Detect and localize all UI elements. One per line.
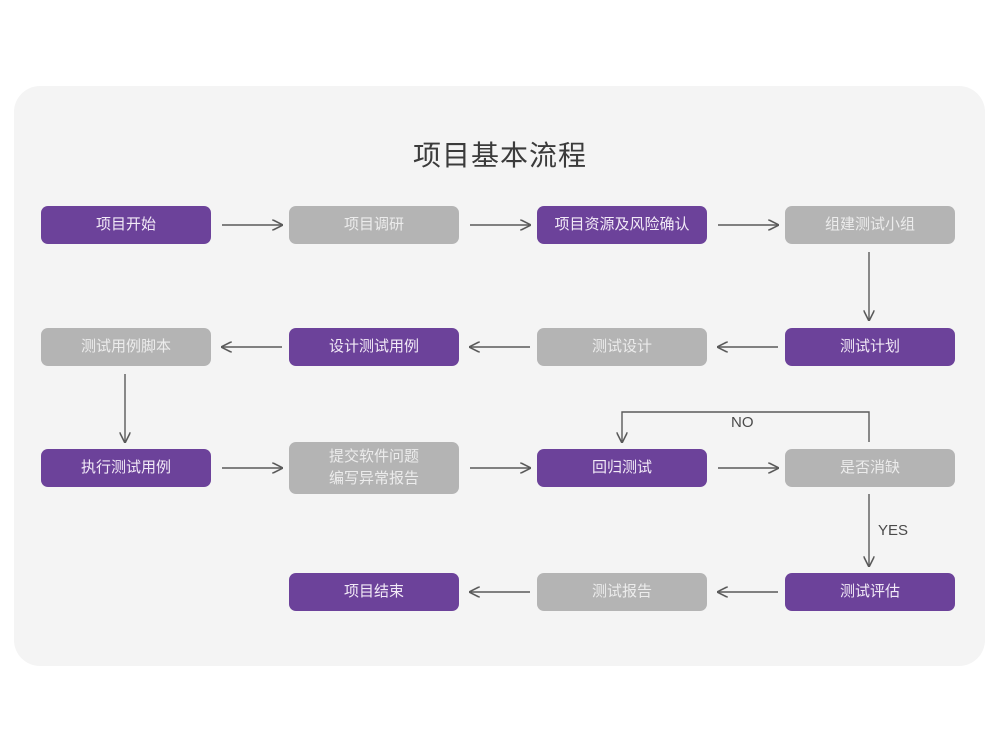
node-label: 项目资源及风险确认 — [554, 216, 690, 233]
node-label: 项目开始 — [95, 216, 156, 233]
node-label: 是否消缺 — [839, 459, 900, 476]
node-test-case-script[interactable]: 测试用例脚本 — [41, 328, 211, 366]
node-resource-risk-confirm[interactable]: 项目资源及风险确认 — [537, 206, 707, 244]
node-label: 设计测试用例 — [328, 338, 419, 355]
node-regression-test[interactable]: 回归测试 — [537, 449, 707, 487]
node-test-plan[interactable]: 测试计划 — [785, 328, 955, 366]
node-label: 测试用例脚本 — [80, 338, 171, 355]
node-project-end[interactable]: 项目结束 — [289, 573, 459, 611]
edge-label-no: NO — [731, 414, 754, 431]
node-label: 提交软件问题 编写异常报告 — [328, 448, 419, 487]
flowchart-card — [14, 86, 985, 666]
node-submit-defect-report[interactable]: 提交软件问题 编写异常报告 — [289, 442, 459, 494]
node-label: 组建测试小组 — [824, 216, 915, 233]
node-project-start[interactable]: 项目开始 — [41, 206, 211, 244]
node-test-design[interactable]: 测试设计 — [537, 328, 707, 366]
node-label: 测试评估 — [839, 583, 900, 600]
node-label: 项目结束 — [343, 583, 404, 600]
node-design-test-case[interactable]: 设计测试用例 — [289, 328, 459, 366]
node-label: 测试报告 — [591, 583, 652, 600]
node-test-report[interactable]: 测试报告 — [537, 573, 707, 611]
node-label: 回归测试 — [591, 459, 652, 476]
node-execute-test-case[interactable]: 执行测试用例 — [41, 449, 211, 487]
page-title: 项目基本流程 — [412, 140, 587, 171]
node-label: 测试计划 — [839, 338, 900, 355]
node-label: 测试设计 — [591, 338, 652, 355]
edge-label-yes: YES — [878, 522, 909, 539]
node-project-research[interactable]: 项目调研 — [289, 206, 459, 244]
node-label: 项目调研 — [343, 216, 404, 233]
node-form-test-team[interactable]: 组建测试小组 — [785, 206, 955, 244]
node-defect-resolved-decision[interactable]: 是否消缺 — [785, 449, 955, 487]
node-label: 执行测试用例 — [80, 459, 171, 476]
node-test-evaluation[interactable]: 测试评估 — [785, 573, 955, 611]
